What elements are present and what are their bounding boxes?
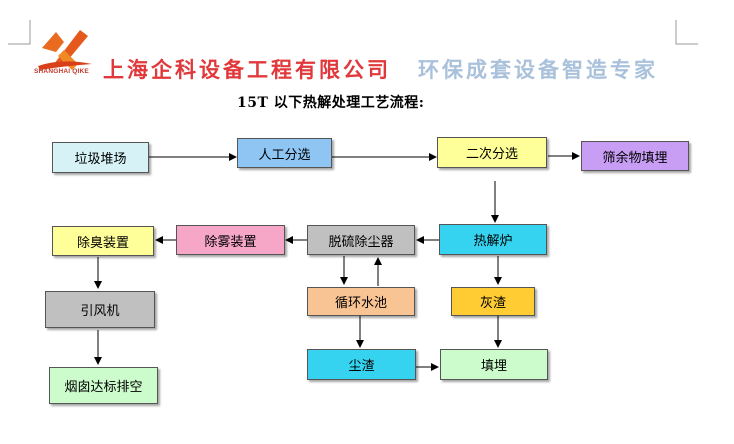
node-deodorizer: 除臭装置 bbox=[52, 226, 154, 256]
document-title: 15T 以下热解处理工艺流程: bbox=[237, 95, 425, 111]
company-logo bbox=[38, 30, 92, 70]
node-manual-sort: 人工分选 bbox=[237, 138, 332, 168]
node-flue-gas-discharge: 烟囱达标排空 bbox=[49, 367, 158, 404]
node-circulating-pool: 循环水池 bbox=[307, 287, 415, 316]
node-dust-residue: 尘渣 bbox=[307, 349, 416, 380]
node-garbage-yard: 垃圾堆场 bbox=[52, 142, 149, 173]
node-desulfur-dust: 脱硫除尘器 bbox=[307, 225, 415, 255]
company-name: 上海企科设备工程有限公司 bbox=[103, 57, 391, 82]
node-ash-residue: 灰渣 bbox=[451, 287, 535, 316]
node-pyrolysis-furnace: 热解炉 bbox=[439, 224, 547, 255]
page-corner-mark-left bbox=[8, 20, 31, 45]
company-slogan: 环保成套设备智造专家 bbox=[418, 57, 658, 82]
logo-text: SHANGHAI QIKE bbox=[34, 68, 89, 75]
node-landfill: 填埋 bbox=[440, 349, 548, 380]
node-induced-fan: 引风机 bbox=[45, 291, 155, 328]
node-secondary-sort: 二次分选 bbox=[437, 137, 547, 168]
page-corner-mark-right bbox=[675, 20, 698, 45]
node-screen-residue-landfill: 筛余物填埋 bbox=[581, 141, 689, 171]
node-demister: 除雾装置 bbox=[176, 225, 285, 255]
